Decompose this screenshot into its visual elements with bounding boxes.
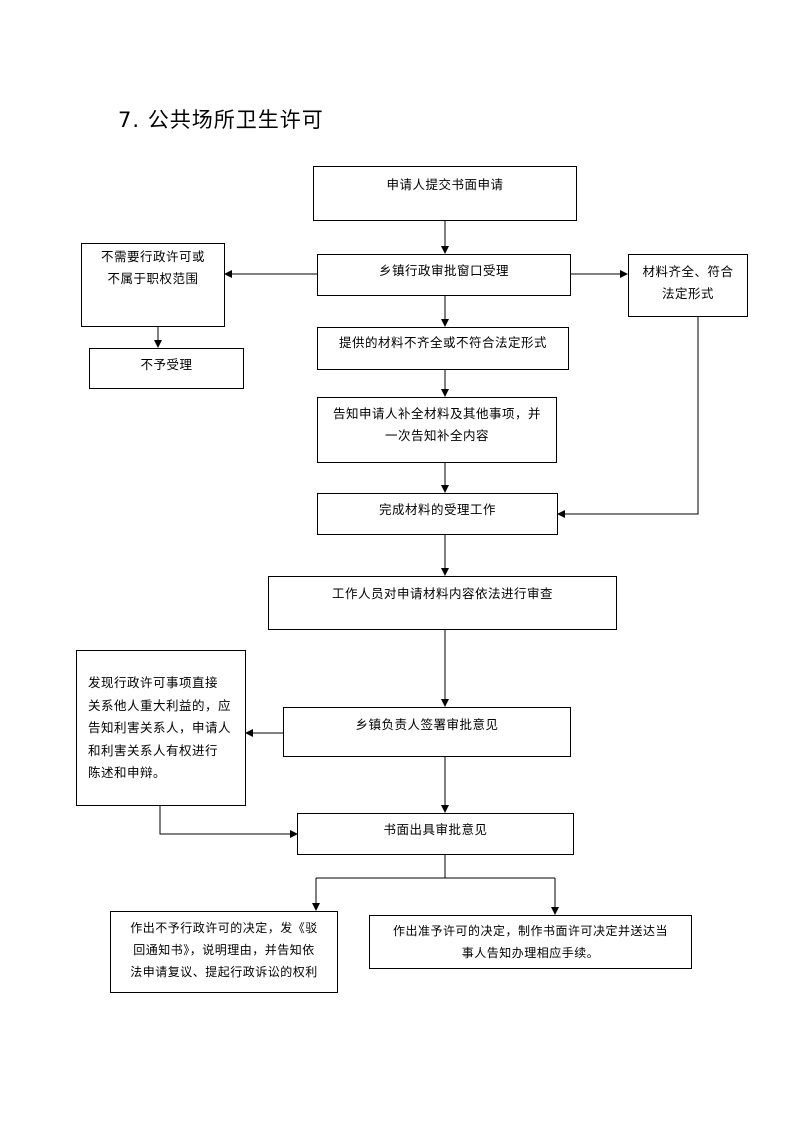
node-apply: 申请人提交书面申请 [313,166,577,221]
node-accept-window: 乡镇行政审批窗口受理 [317,254,571,296]
node-reject: 不予受理 [89,348,244,389]
node-deny-decision: 作出不予行政许可的决定，发《驳 回通知书》，说明理由，并告知依 法申请复议、提起… [110,911,338,993]
node-sign-opinion: 乡镇负责人签署审批意见 [283,707,571,757]
node-written-opinion: 书面出具审批意见 [297,813,574,855]
node-incomplete: 提供的材料不齐全或不符合法定形式 [317,327,569,370]
node-notify-supplement: 告知申请人补全材料及其他事项，并 一次告知补全内容 [317,397,557,463]
node-not-needed: 不需要行政许可或 不属于职权范围 [81,243,225,327]
node-complete-materials: 材料齐全、符合 法定形式 [628,254,748,317]
document-title: 7. 公共场所卫生许可 [118,108,324,132]
node-finish-acceptance: 完成材料的受理工作 [317,493,558,535]
arrow-complete-to-finish [557,317,699,518]
node-review: 工作人员对申请材料内容依法进行审查 [268,576,617,630]
arrow-interest-to-written [159,806,298,838]
node-interest-notice: 发现行政许可事项直接 关系他人重大利益的，应 告知利害关系人，申请人 和利害关系… [76,650,246,806]
node-approve-decision: 作出准予许可的决定，制作书面许可决定并送达当 事人告知办理相应手续。 [369,915,692,969]
